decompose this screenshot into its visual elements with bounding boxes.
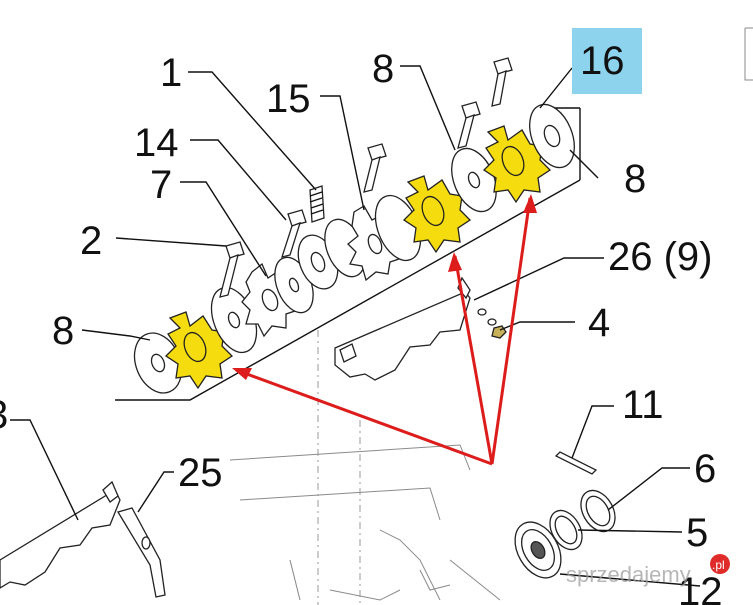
label-8-top: 8 — [372, 47, 394, 91]
label-6: 6 — [694, 447, 716, 491]
washer-8-left — [133, 332, 183, 394]
lever-part-3 — [0, 480, 121, 589]
label-12: 12 — [678, 570, 723, 605]
label-1: 1 — [160, 51, 182, 95]
bracket-part — [334, 276, 471, 381]
label-25: 25 — [178, 451, 223, 495]
part-labels: 1 2 3 4 5 6 7 8 8 8 11 12 14 15 16 25 26… — [0, 39, 723, 605]
impeller-middle — [402, 175, 472, 254]
label-7: 7 — [150, 163, 172, 207]
label-8-right: 8 — [624, 157, 646, 201]
watermark: sprzedajemy .pl — [566, 554, 730, 587]
label-11: 11 — [622, 383, 664, 427]
label-3: 3 — [0, 393, 8, 437]
pin-11 — [554, 451, 598, 475]
label-14: 14 — [134, 121, 179, 165]
label-2: 2 — [80, 219, 102, 263]
watermark-suffix: .pl — [712, 558, 725, 572]
bolt-top-right — [491, 57, 513, 107]
spring-1 — [309, 185, 325, 223]
leader-lines — [10, 65, 701, 587]
label-5: 5 — [686, 511, 708, 555]
washer-6 — [580, 489, 616, 533]
label-16: 16 — [580, 39, 625, 83]
washer-8-right — [529, 103, 575, 169]
spring-clip-25 — [117, 507, 166, 598]
watermark-text: sprzedajemy — [566, 562, 691, 587]
label-15: 15 — [266, 77, 311, 121]
bolt-middle — [363, 143, 387, 193]
bearing-12 — [514, 521, 562, 579]
watermark-dot-icon — [710, 554, 730, 574]
label-4: 4 — [588, 301, 610, 345]
label-26: 26 (9) — [608, 235, 713, 279]
label-16-highlight — [572, 28, 642, 94]
label-8-left: 8 — [52, 309, 74, 353]
bolt-upper — [457, 101, 481, 149]
highlight-arrows — [232, 194, 537, 466]
edge-fragment — [744, 27, 753, 81]
impeller-left — [164, 311, 234, 390]
shaft-assembly — [115, 107, 581, 401]
lower-assembly-outline — [229, 330, 501, 605]
bolt-2 — [219, 241, 245, 298]
nut-4 — [477, 308, 507, 339]
